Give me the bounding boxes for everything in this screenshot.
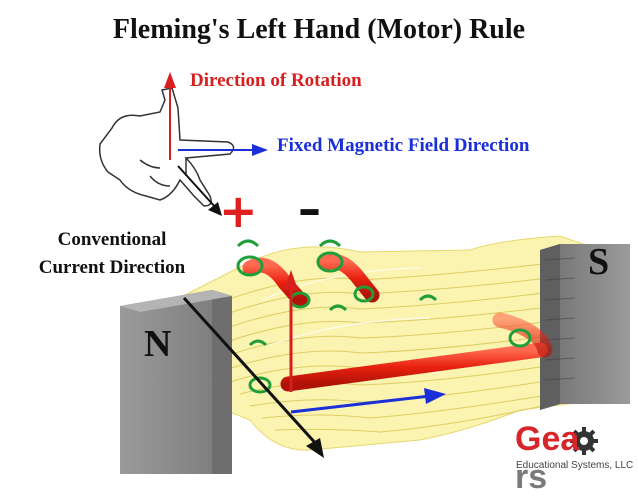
south-pole-label: S	[588, 240, 609, 284]
north-magnet	[120, 290, 232, 474]
logo-wordmark: Gears	[515, 420, 635, 496]
south-magnet	[540, 244, 630, 410]
company-logo: Gears Educational Systems, LLC	[515, 420, 635, 476]
negative-terminal: –	[298, 186, 321, 232]
current-label-line1: Conventional	[12, 226, 212, 254]
logo-tagline: Educational Systems, LLC	[516, 460, 633, 471]
north-pole-label: N	[144, 322, 171, 366]
page-title: Fleming's Left Hand (Motor) Rule	[0, 14, 638, 46]
logo-word-part-a: Ge	[515, 420, 560, 458]
current-label: Conventional Current Direction	[12, 226, 212, 282]
left-hand-illustration	[100, 88, 234, 206]
positive-terminal: +	[219, 188, 258, 234]
current-label-line2: Current Direction	[12, 254, 212, 282]
current-hand-arrow	[178, 166, 222, 216]
field-label: Fixed Magnetic Field Direction	[277, 135, 529, 157]
logo-word-part-b: a	[560, 420, 579, 458]
rotation-label: Direction of Rotation	[190, 70, 362, 92]
